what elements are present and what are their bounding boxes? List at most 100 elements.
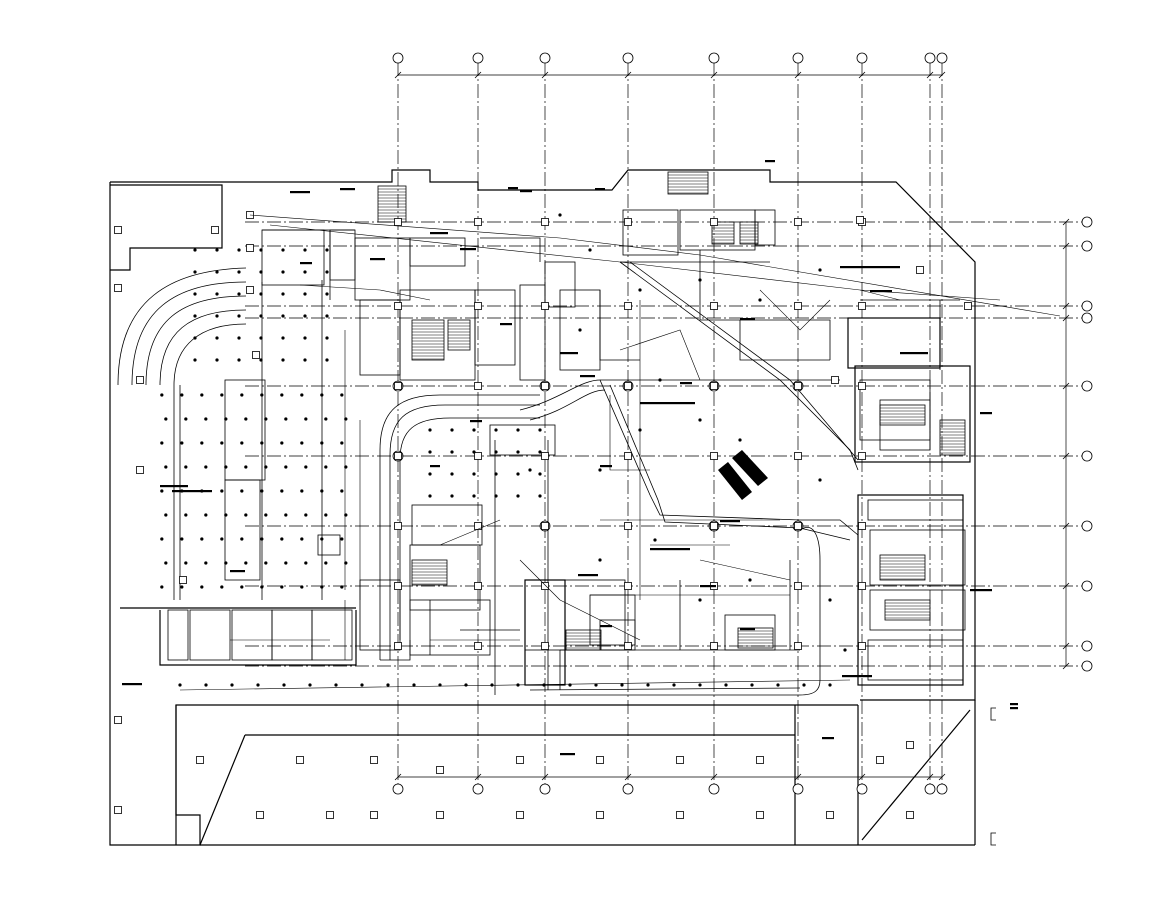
light-point: [325, 270, 329, 274]
light-point: [220, 537, 224, 541]
column: [370, 756, 378, 764]
grid-bubble: [1081, 660, 1093, 672]
column: [624, 452, 632, 460]
light-point: [598, 558, 602, 562]
light-point: [340, 393, 344, 397]
light-point: [698, 278, 702, 282]
light-point: [280, 489, 284, 493]
light-point: [598, 468, 602, 472]
light-point: [240, 393, 244, 397]
light-point: [160, 441, 164, 445]
light-point: [758, 298, 762, 302]
annotation-text-mark: [740, 318, 755, 321]
column: [211, 226, 219, 234]
dimension-tick: [710, 773, 718, 781]
grid-bubble: [1081, 450, 1093, 462]
light-point: [193, 270, 197, 274]
light-point: [281, 270, 285, 274]
light-point: [193, 248, 197, 252]
room-partition: [489, 424, 556, 456]
room-partition: [869, 529, 966, 586]
column: [856, 216, 864, 224]
light-point: [802, 683, 806, 687]
light-point: [325, 292, 329, 296]
light-point: [260, 393, 264, 397]
annotation-text-mark: [720, 520, 740, 523]
room-partition: [189, 609, 231, 661]
column: [541, 582, 549, 590]
grid-bubble: [1081, 312, 1093, 324]
column: [252, 351, 260, 359]
column: [858, 642, 866, 650]
room-partition: [329, 229, 356, 281]
light-point: [320, 489, 324, 493]
light-point: [200, 537, 204, 541]
stair: [667, 171, 709, 195]
annotation-text-mark: [430, 465, 440, 468]
light-point: [193, 292, 197, 296]
grid-bubble: [792, 52, 804, 64]
light-point: [412, 683, 416, 687]
light-point: [340, 441, 344, 445]
light-point: [494, 428, 498, 432]
light-point: [542, 683, 546, 687]
column: [596, 756, 604, 764]
light-point: [646, 683, 650, 687]
light-point: [180, 537, 184, 541]
room-partition: [224, 379, 266, 481]
annotation-text-mark: [290, 191, 310, 194]
light-point: [264, 513, 268, 517]
light-point: [428, 428, 432, 432]
grid-bubble: [392, 52, 404, 64]
light-point: [303, 292, 307, 296]
light-point: [494, 494, 498, 498]
light-point: [244, 561, 248, 565]
stair-outline: [711, 221, 735, 245]
light-point: [164, 513, 168, 517]
dimension-tick: [858, 773, 866, 781]
light-point: [516, 450, 520, 454]
room-partition: [311, 609, 353, 661]
grid-bubble: [1081, 240, 1093, 252]
stair-outline: [737, 627, 774, 649]
room-partition: [869, 589, 966, 631]
stair: [879, 404, 926, 426]
room-partition: [224, 479, 261, 581]
wall-line: [699, 250, 831, 360]
light-point: [184, 561, 188, 565]
column: [541, 218, 549, 226]
light-point: [224, 417, 228, 421]
light-point: [284, 465, 288, 469]
light-point: [193, 314, 197, 318]
annotation-text-mark: [980, 412, 992, 415]
room-partition: [859, 379, 931, 441]
stair: [711, 221, 735, 245]
column: [794, 382, 802, 390]
column: [474, 522, 482, 530]
light-point: [340, 585, 344, 589]
dimension-tick: [474, 773, 482, 781]
room-partition: [867, 639, 964, 681]
light-point: [260, 489, 264, 493]
light-point: [259, 270, 263, 274]
grid-lines: [245, 62, 1082, 785]
light-point: [259, 248, 263, 252]
light-point: [224, 465, 228, 469]
light-point: [818, 268, 822, 272]
grid-bubble: [924, 783, 936, 795]
grid-bubble: [539, 783, 551, 795]
light-point: [193, 336, 197, 340]
light-point: [237, 292, 241, 296]
light-point: [204, 417, 208, 421]
grid-bubble: [1081, 520, 1093, 532]
light-point: [282, 683, 286, 687]
column: [136, 376, 144, 384]
annotation-text-mark: [822, 737, 834, 740]
light-point: [220, 489, 224, 493]
light-point: [264, 417, 268, 421]
column: [756, 756, 764, 764]
light-point: [237, 248, 241, 252]
stair: [939, 419, 966, 456]
light-point: [260, 537, 264, 541]
light-point: [280, 393, 284, 397]
